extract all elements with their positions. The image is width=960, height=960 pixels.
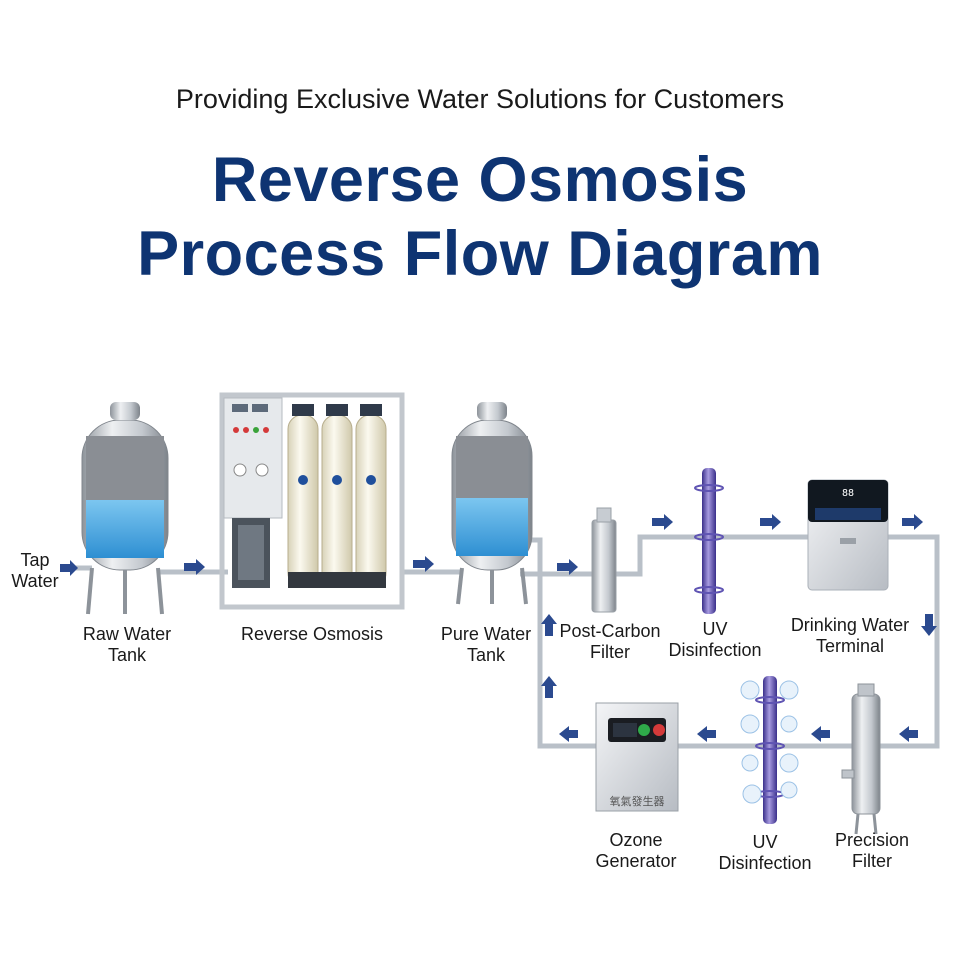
label-drinking-water-terminal-line1: Drinking Water [790,615,910,635]
terminal-display: 88 [842,488,854,499]
arrow-to-uv-bottom [811,726,830,742]
arrow-down-right [921,614,937,636]
flow-arrows [60,514,937,742]
label-reverse-osmosis-line1: Reverse Osmosis [240,624,384,644]
arrow-pure-to-carbon [557,559,578,575]
label-uv-disinfection-top: UV Disinfection [668,619,761,661]
label-pure-water-tank-line2: Tank [466,645,506,665]
reverse-osmosis-unit [219,392,405,610]
arrow-ro-to-pure [413,556,434,572]
label-pure-water-tank-line1: Pure Water [440,624,532,644]
pipe-terminal-out [888,534,940,749]
arrow-ozone-out [559,726,578,742]
arrow-to-ozone [697,726,716,742]
label-precision-filter-line1: Precision [834,830,910,850]
arrow-to-terminal [760,514,781,530]
label-drinking-water-terminal: Drinking Water Terminal [791,615,909,657]
post-carbon-filter [591,507,617,613]
label-uv-disinfection-top-line2: Disinfection [668,640,762,660]
label-post-carbon-filter-line1: Post-Carbon [559,621,661,641]
label-raw-water-tank-line1: Raw Water [82,624,172,644]
label-ozone-generator-line2: Generator [595,851,677,871]
raw-water-tank [81,402,169,615]
drinking-water-terminal: 88 [807,479,889,591]
arrow-terminal-out [902,514,923,530]
precision-filter [841,683,881,835]
label-tap-water-line1: Tap [20,550,50,570]
label-ozone-generator: Ozone Generator [595,830,676,872]
arrow-up-lower [541,676,557,698]
label-precision-filter: Precision Filter [835,830,909,872]
label-uv-disinfection-bottom-line1: UV [752,832,778,852]
label-reverse-osmosis: Reverse Osmosis [241,624,383,645]
label-post-carbon-filter: Post-Carbon Filter [559,621,660,663]
label-post-carbon-filter-line2: Filter [590,642,630,662]
pure-water-tank [451,402,533,605]
arrow-raw-to-ro [184,559,205,575]
label-ozone-generator-line1: Ozone [609,830,663,850]
uv-disinfection-bottom [740,676,799,824]
ozone-panel-label: 氧氣發生器 [610,794,665,808]
uv-disinfection-top [694,468,724,614]
arrow-to-uv-top [652,514,673,530]
subtitle: Providing Exclusive Water Solutions for … [175,84,785,114]
label-pure-water-tank: Pure Water Tank [441,624,531,666]
label-raw-water-tank-line2: Tank [107,645,147,665]
water-molecules [740,680,799,804]
arrow-tap-inlet [60,560,78,576]
label-precision-filter-line2: Filter [852,851,892,871]
label-drinking-water-terminal-line2: Terminal [815,636,885,656]
label-uv-disinfection-bottom: UV Disinfection [718,832,811,874]
ozone-generator: 氧氣發生器 [595,702,679,812]
label-uv-disinfection-bottom-line2: Disinfection [718,853,812,873]
label-tap-water-line2: Water [11,571,59,591]
title-line-1: Reverse Osmosis [211,145,749,215]
label-raw-water-tank: Raw Water Tank [83,624,171,666]
arrow-to-precision [899,726,918,742]
title-line-2: Process Flow Diagram [137,219,823,289]
arrow-up-upper [541,614,557,636]
label-uv-disinfection-top-line1: UV [702,619,728,639]
label-tap-water: Tap Water [11,550,58,592]
